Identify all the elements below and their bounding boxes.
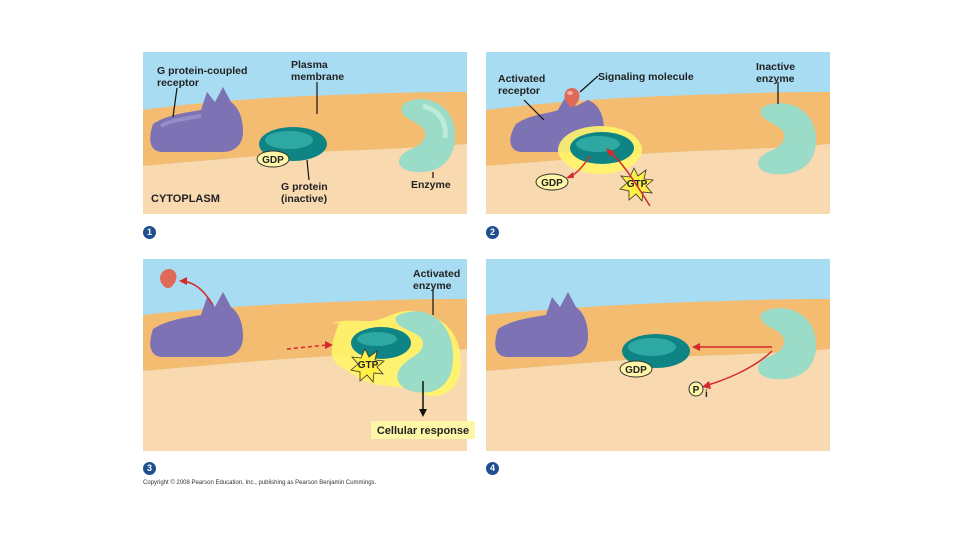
gdp-badge: GDP: [620, 361, 652, 377]
panel-4: GDP P i: [486, 259, 830, 451]
gdp-label: GDP: [625, 365, 647, 376]
enzyme-label: Enzyme: [411, 179, 451, 191]
panel-1: GDP G protein-coupled receptor Plasma me…: [143, 52, 467, 214]
inactive-enzyme-label-line2: enzyme: [756, 73, 795, 85]
gpcr-label-line2: receptor: [157, 77, 199, 89]
cytoplasm-label: CYTOPLASM: [151, 193, 220, 205]
phosphate-subscript: i: [705, 389, 708, 400]
g-protein: [351, 327, 411, 359]
gdp-badge: GDP: [257, 151, 289, 167]
phosphate-label: P: [693, 385, 700, 396]
gdp-label: GDP: [541, 178, 563, 189]
activated-enzyme-label-line1: Activated: [413, 268, 460, 280]
gprotein-label-line1: G protein: [281, 181, 328, 193]
panel-2: GDP GTP Activated receptor Signaling mol…: [486, 52, 830, 214]
inactive-enzyme-label-line1: Inactive: [756, 61, 795, 73]
copyright-notice: Copyright © 2008 Pearson Education, Inc.…: [143, 480, 376, 486]
cellular-response-label: Cellular response: [377, 425, 469, 437]
gprotein-label-line2: (inactive): [281, 193, 327, 205]
gpcr-label-line1: G protein-coupled: [157, 65, 247, 77]
step-2-badge: 2: [486, 226, 499, 239]
activated-enzyme-label-line2: enzyme: [413, 280, 452, 292]
activated-receptor-label-line1: Activated: [498, 73, 545, 85]
step-1-badge: 1: [143, 226, 156, 239]
step-3-badge: 3: [143, 462, 156, 475]
g-protein-glowing: [558, 126, 642, 174]
gdp-badge: GDP: [536, 174, 568, 190]
panel-3: GTP Cellular response Activated enzyme: [143, 259, 467, 451]
signaling-molecule-label: Signaling molecule: [598, 71, 694, 83]
membrane-label-line2: membrane: [291, 71, 344, 83]
gtp-label: GTP: [358, 360, 379, 371]
step-4-badge: 4: [486, 462, 499, 475]
activated-receptor-label-line2: receptor: [498, 85, 540, 97]
gtp-label: GTP: [627, 179, 648, 190]
gdp-label: GDP: [262, 155, 284, 166]
membrane-label-line1: Plasma: [291, 59, 328, 71]
